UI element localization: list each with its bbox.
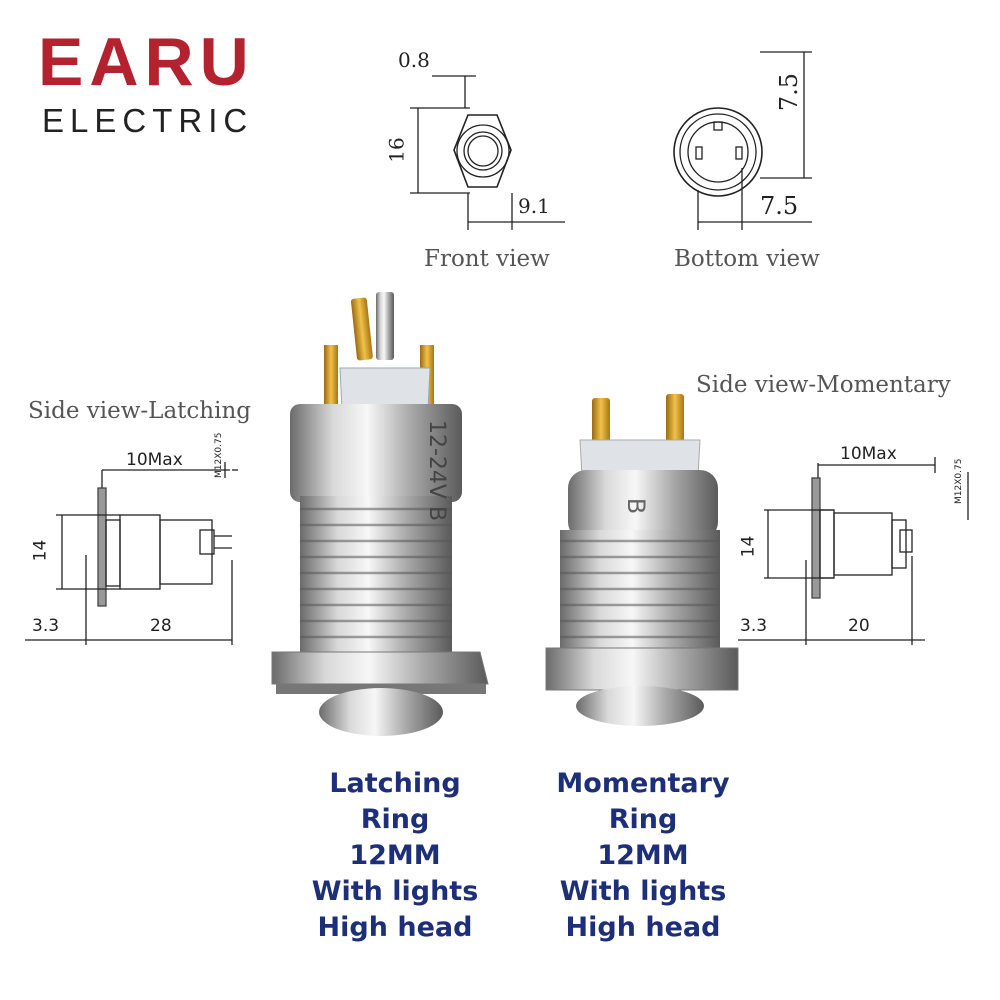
product-marking-latching: 12-24V B (424, 419, 450, 522)
spec-line: High head (565, 912, 721, 943)
front-dim-left: 16 (384, 137, 409, 163)
spec-line: With lights (559, 876, 727, 907)
front-view-caption: Front view (424, 246, 550, 272)
front-dim-bottom: 9.1 (518, 194, 550, 218)
bottom-view-caption: Bottom view (674, 246, 820, 272)
bottom-view-drawing (673, 51, 812, 230)
side-latching-dim-thread: M12X0.75 (214, 432, 224, 478)
spec-line: Latching (329, 768, 461, 799)
spec-line: Momentary (556, 768, 730, 799)
side-momentary-dim-thread: M12X0.75 (954, 458, 964, 504)
product-photo-latching (271, 292, 489, 736)
spec-line: Ring (360, 804, 430, 835)
side-momentary-dim-left: 3.3 (740, 616, 768, 636)
side-view-latching-drawing (25, 462, 238, 645)
product-photo-momentary (545, 394, 739, 726)
product-marking-momentary: B (622, 497, 651, 515)
spec-list-momentary: Momentary Ring 12MM With lights High hea… (548, 766, 738, 946)
side-momentary-dim-length: 20 (848, 616, 870, 636)
bottom-dim-right: 7.5 (775, 72, 804, 112)
spec-line: With lights (311, 876, 479, 907)
brand-subtitle: ELECTRIC (42, 102, 254, 139)
side-latching-dim-left: 3.3 (32, 616, 60, 636)
spec-line: Ring (608, 804, 678, 835)
side-latching-dim-top: 10Max (126, 450, 183, 470)
side-latching-caption: Side view-Latching (28, 398, 251, 424)
side-momentary-dim-top: 10Max (840, 444, 897, 464)
front-dim-top: 0.8 (398, 48, 430, 72)
spec-line: 12MM (597, 840, 689, 871)
spec-line: High head (317, 912, 473, 943)
spec-list-latching: Latching Ring 12MM With lights High head (300, 766, 490, 946)
side-view-momentary-drawing (738, 457, 969, 645)
spec-line: 12MM (349, 840, 441, 871)
front-view-drawing (410, 75, 565, 230)
bottom-dim-bottom: 7.5 (760, 192, 799, 220)
side-momentary-caption: Side view-Momentary (696, 372, 951, 398)
brand-logo: EARU (38, 24, 255, 100)
side-momentary-dim-height: 14 (738, 535, 759, 558)
side-latching-dim-length: 28 (150, 616, 172, 636)
side-latching-dim-height: 14 (30, 539, 51, 562)
